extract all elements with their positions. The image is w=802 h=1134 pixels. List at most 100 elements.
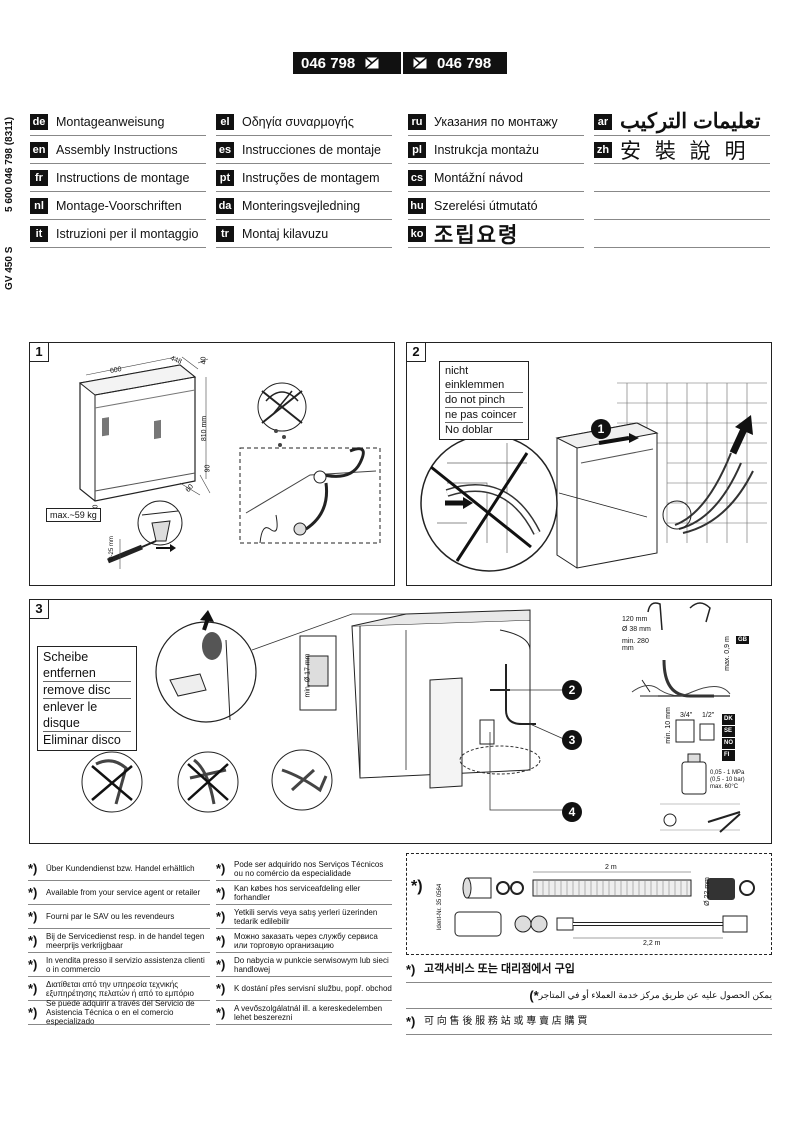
hose-diameter: Ø 22 mm [703,877,711,906]
footnote: *)Fourni par le SAV ou les revendeurs [28,905,210,929]
do-not-pinch-note: nicht einklemmen do not pinch ne pas coi… [439,361,529,440]
footnote: *)يمكن الحصول عليه عن طريق مركز خدمة الع… [406,983,772,1009]
footnote-text: 고객서비스 또는 대리점에서 구입 [424,963,575,975]
language-label: Monteringsvejledning [242,198,361,213]
language-row: el Οδηγία συναρμογής [216,108,392,136]
footnote-text: Se puede adquirir a través del Servicio … [46,999,195,1026]
language-code: da [216,197,234,214]
step-2-panel: 2 nicht einklemmen do not pinch ne pas c [406,342,772,586]
hose-length-2: 2,2 m [643,940,661,947]
document-number: 5 600 046 798 (8311) [4,116,15,212]
footnote-text: Yetkili servis veya satış yerleri üzerin… [234,907,378,926]
hose-routing-illustration [420,382,767,572]
language-code: el [216,113,234,130]
accessory-kit-box: *) Ident-Nr. 35 0564 2 m 2,2 m Ø 22 mm [406,853,772,955]
envelope-icon [365,57,380,69]
note-line: No doblar [445,424,493,436]
footnote: *)Διατίθεται από την υπηρεσία τεχνικής ε… [28,977,210,1001]
language-row: nl Montage-Voorschriften [30,192,206,220]
language-code: hu [408,197,426,214]
footnote: *)K dostání přes servisní službu, popř. … [216,977,392,1001]
language-label: Οδηγία συναρμογής [242,114,354,129]
language-row: it Istruzioni per il montaggio [30,220,206,248]
language-label: Montage-Voorschriften [56,198,182,213]
language-code: tr [216,225,234,242]
footnote: *)Pode ser adquirido nos Serviços Técnic… [216,857,392,881]
country-badge: DK [722,714,735,725]
step-number: 2 [406,342,426,362]
language-row: ko 조립요령 [408,220,584,248]
language-row [594,164,770,192]
language-code: it [30,225,48,242]
country-badge: NO [722,738,735,749]
footnote-text: In vendita presso il servizio assistenza… [46,955,205,974]
step-number: 3 [29,599,49,619]
callout-3: 3 [562,730,582,750]
footnote-text: Можно заказать через службу сервиса или … [234,931,378,950]
language-code: ru [408,113,426,130]
adjust-range: 0-25 mm [108,536,115,560]
language-label: Instruções de montagem [242,170,380,185]
language-label: Szerelési útmutató [434,198,538,213]
thread-size-34: 3/4" [680,712,693,719]
footnote-text: 可 向 售 後 服 務 站 或 專 賣 店 購 買 [424,1016,588,1027]
language-label: Instrukcja montażu [434,142,539,157]
language-row: ru Указания по монтажу [408,108,584,136]
siphon-dim-c: min. 280 mm [622,638,649,652]
dim-top: 40 [200,356,208,365]
hose-extension-illustration [454,871,755,939]
country-badge-gb: GB [736,636,749,644]
siphon-dim-d: max. 0,9 m [723,636,731,671]
language-code: ar [594,113,612,130]
envelope-icon [413,57,427,69]
note-line: Eliminar disco [43,733,121,747]
footnote: *)Yetkili servis veya satış yerleri üzer… [216,905,392,929]
language-row [594,220,770,248]
water-connection-illustration [81,602,741,833]
footnote-text: Pode ser adquirido nos Serviços Técnicos… [234,859,384,878]
part-number-left: 046 798 [293,52,401,74]
footnotes-column-1: *)Über Kundendienst bzw. Handel erhältli… [28,857,210,1026]
footnote: *)Se puede adquirir a través del Servici… [28,999,210,1026]
footnote-text: Διατίθεται από την υπηρεσία τεχνικής εξυ… [46,979,194,998]
hose-length-1: 2 m [605,864,617,871]
part-number-right: 046 798 [403,52,507,74]
language-label: Указания по монтажу [434,114,558,129]
language-label: 조립요령 [434,223,520,247]
min-diameter-label: min. Ø 17 mm [304,653,312,698]
footnote: *)Можно заказать через службу сервиса ил… [216,929,392,953]
language-label: Istruzioni per il montaggio [56,226,199,241]
footnote-text: Bij de Servicedienst resp. in de handel … [46,931,205,950]
language-code: es [216,141,234,158]
language-code: de [30,113,48,130]
footnote: *)In vendita presso il servizio assisten… [28,953,210,977]
footnote: *)Do nabycia w punkcie serwisowym lub si… [216,953,392,977]
footnote-text: Über Kundendienst bzw. Handel erhältlich [46,864,195,873]
language-label: Instructions de montage [56,170,190,185]
language-label: Assembly Instructions [56,142,178,157]
language-code: nl [30,197,48,214]
note-line: ne pas coincer [445,408,523,423]
footnote: *)Über Kundendienst bzw. Handel erhältli… [28,857,210,881]
language-code: ko [408,225,426,242]
language-code: zh [594,141,612,158]
footnotes-column-2: *)Pode ser adquirido nos Serviços Técnic… [216,857,392,1025]
language-label: Montageanweisung [56,114,165,129]
footnote-text: Do nabycia w punkcie serwisowym lub siec… [234,955,389,974]
footnote: *)Available from your service agent or r… [28,881,210,905]
footnote: *)可 向 售 後 服 務 站 或 專 賣 店 購 買 [406,1009,772,1035]
country-badges: DK SE NO FI [722,714,735,761]
note-line: Scheibe entfernen [43,649,131,682]
step-number: 1 [29,342,49,362]
country-badge: SE [722,726,735,737]
max-weight-label: max.~59 kg [46,508,101,522]
